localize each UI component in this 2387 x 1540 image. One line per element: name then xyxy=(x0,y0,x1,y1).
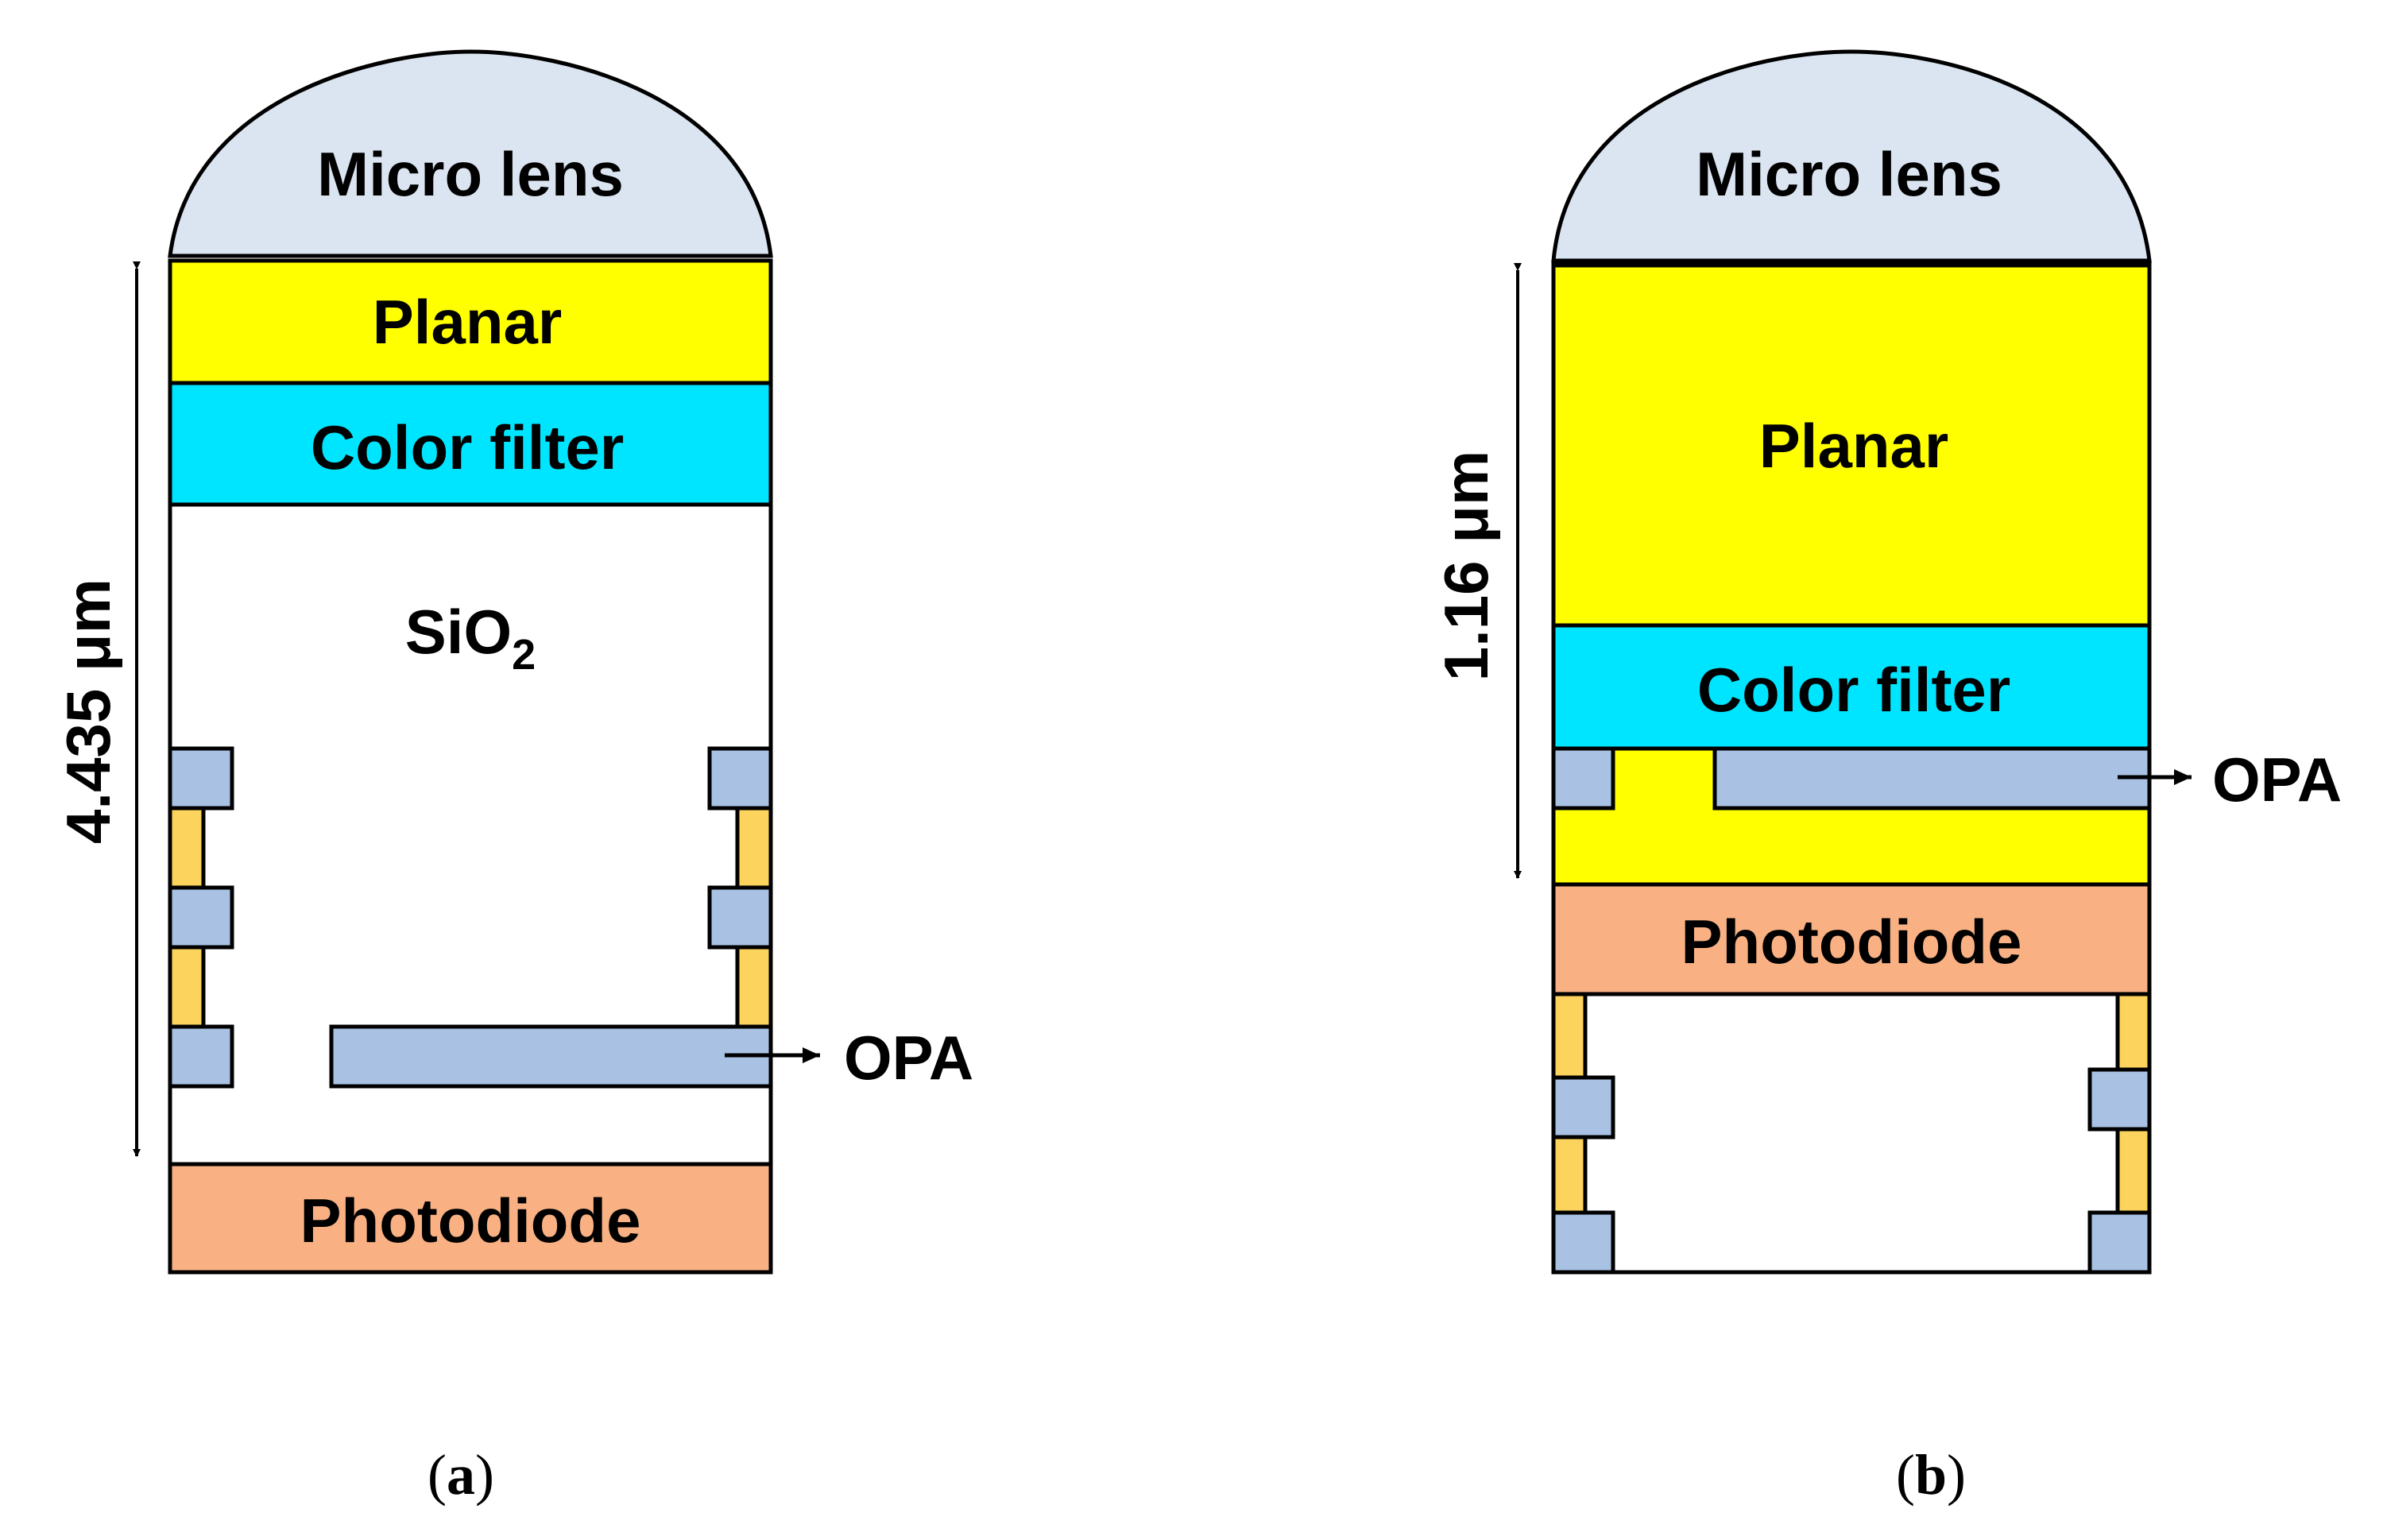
via-right-2 xyxy=(2115,1127,2152,1215)
caption-b: (b) xyxy=(1896,1443,1966,1507)
opa-label: OPA xyxy=(2212,745,2342,814)
dimension-label: 4.435 μm xyxy=(53,578,123,844)
bottom-region xyxy=(1551,992,2152,1275)
photodiode-layer xyxy=(1551,882,2152,996)
planar-layer xyxy=(1551,261,2152,628)
planar-label: Planar xyxy=(1759,411,1948,481)
opa-bar xyxy=(329,1024,773,1089)
metal-left-2 xyxy=(1551,1210,1615,1275)
micro-lens xyxy=(1551,49,2152,263)
micro-lens-label: Micro lens xyxy=(1696,139,2002,209)
metal-right-2 xyxy=(707,885,773,950)
opa-bar xyxy=(1712,746,2152,811)
planar-layer xyxy=(168,258,773,385)
micro-lens xyxy=(168,49,773,258)
dimension-label: 1.16 μm xyxy=(1431,451,1501,682)
metal-left-3 xyxy=(168,1024,234,1089)
via-right-1 xyxy=(735,806,773,890)
micro-lens-label: Micro lens xyxy=(317,139,624,209)
photodiode-label: Photodiode xyxy=(1681,907,2022,977)
via-left-2 xyxy=(1551,1135,1588,1215)
metal-left-2 xyxy=(168,885,234,950)
metal-right-1 xyxy=(2087,1067,2152,1132)
opa-label: OPA xyxy=(844,1023,973,1093)
sio2-label: SiO2 xyxy=(405,597,536,679)
via-left-2 xyxy=(168,945,206,1029)
planar-label: Planar xyxy=(373,287,562,357)
panel-b: Micro lens Planar Color filter OPA Photo… xyxy=(1431,49,2342,1507)
photodiode-label: Photodiode xyxy=(300,1186,641,1256)
via-left-1 xyxy=(168,806,206,890)
photodiode-layer xyxy=(168,1162,773,1275)
metal-left xyxy=(1551,746,1615,811)
via-right-1 xyxy=(2115,992,2152,1072)
sio2-base: SiO xyxy=(405,597,512,667)
sio2-subscript: 2 xyxy=(512,631,536,679)
metal-left-1 xyxy=(1551,1075,1615,1140)
color-filter-layer xyxy=(1551,623,2152,751)
via-left-1 xyxy=(1551,992,1588,1080)
panel-a: Micro lens Planar Color filter SiO2 OPA … xyxy=(53,49,973,1507)
metal-right-1 xyxy=(707,746,773,811)
color-filter-label: Color filter xyxy=(1697,655,2010,725)
metal-left-1 xyxy=(168,746,234,811)
color-filter-label: Color filter xyxy=(311,412,624,482)
caption-a: (a) xyxy=(427,1443,494,1507)
metal-right-2 xyxy=(2087,1210,2152,1275)
via-right-2 xyxy=(735,945,773,1029)
